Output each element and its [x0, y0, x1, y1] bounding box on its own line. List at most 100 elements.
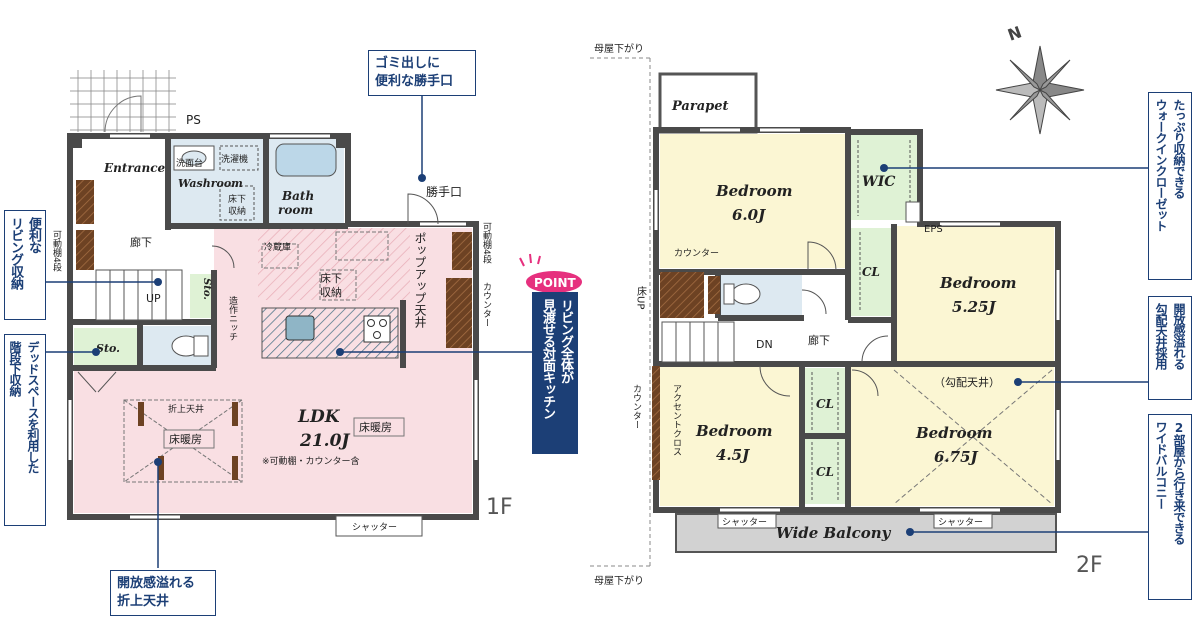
shutter-left-label: シャッター	[722, 517, 767, 528]
shelf-right-wood	[452, 232, 472, 270]
ldk-note: ※可動棚・カウンター含	[262, 455, 360, 467]
ceiling-label: 折上天井	[168, 403, 204, 415]
stairs-2f	[661, 321, 735, 363]
niche-label: 造作ニッチ	[227, 295, 238, 341]
bath-label-2: room	[278, 203, 313, 217]
cl2-room	[804, 368, 846, 434]
callout-sloped: 開放感溢れる 勾配天井採用	[1148, 296, 1192, 400]
heated-floor-1: 床暖房	[169, 432, 202, 446]
up-label: UP	[146, 292, 161, 305]
floor-2-label: 2F	[1076, 553, 1103, 578]
bedroom4-name: Bedroom	[915, 424, 993, 442]
toilet-2f-fixture	[731, 283, 761, 305]
bedroom3-name: Bedroom	[695, 422, 773, 440]
callout-connectors	[46, 96, 1148, 568]
hallway-1f-label: 廊下	[130, 235, 152, 249]
cl3-label: CL	[816, 465, 834, 479]
heated-floor-2: 床暖房	[359, 420, 392, 434]
counter-2f-left	[652, 366, 660, 480]
cl1-room	[850, 228, 892, 316]
sto-left-label: Sto.	[96, 342, 120, 355]
bedroom1-name: Bedroom	[715, 182, 793, 200]
sloped-ceiling-lines	[893, 369, 1053, 505]
callout-ceiling: 開放感溢れる 折上天井	[110, 570, 216, 616]
bedroom-45-room	[660, 366, 800, 506]
bedroom3-size: 4.5J	[716, 446, 750, 464]
sloped-ceiling-label: （勾配天井）	[934, 375, 1000, 389]
washer-label: 洗濯機	[221, 153, 248, 165]
counter-left-label: カウンター	[631, 384, 642, 429]
wash-storage-1: 床下	[228, 193, 246, 205]
shutter-right-label: シャッター	[938, 517, 983, 528]
wash-storage-2: 収納	[228, 205, 246, 217]
ps-label: PS	[186, 113, 201, 127]
compass-north: N	[1005, 22, 1024, 44]
shelf-left-wood	[76, 230, 94, 270]
back-door-label: 勝手口	[426, 184, 462, 199]
kitchen-storage-1: 床下	[320, 271, 342, 285]
callout-dead-space: デッドスペースを利用した 階段下収納	[4, 334, 46, 526]
hallway-2f-label: 廊下	[808, 333, 830, 347]
shoe-cabinet	[76, 180, 94, 224]
bathtub	[275, 143, 337, 177]
kitchen-hatch	[258, 228, 410, 300]
parapet-label: Parapet	[671, 99, 729, 114]
ldk-size: 21.0J	[299, 431, 350, 451]
entrance-label: Entrance	[103, 161, 166, 175]
wic-label: WIC	[862, 174, 895, 190]
shelf-right-label: 可動棚4段	[481, 222, 492, 265]
ldk-name: LDK	[297, 407, 341, 427]
roof-top-label: 母屋下がり	[594, 42, 644, 55]
callout-living-storage: 便利な リビング収納	[4, 210, 46, 320]
dn-label: DN	[756, 338, 773, 351]
floor-2-plan	[590, 57, 1061, 567]
point-sparkle-icon	[519, 253, 541, 267]
bedroom2-size: 5.25J	[952, 298, 997, 316]
balcony-label: Wide Balcony	[776, 524, 892, 542]
counter-top-label: カウンター	[674, 248, 719, 259]
floor-1-label: 1F	[486, 495, 513, 520]
counter-2f-wood	[660, 272, 704, 318]
cl2-label: CL	[816, 397, 834, 411]
counter-wood	[446, 278, 472, 348]
floor-1-plan	[67, 70, 479, 537]
eps-label: EPS	[924, 224, 943, 235]
point-badge-label: POINT	[534, 276, 577, 290]
bedroom1-size: 6.0J	[732, 206, 766, 224]
washroom-label: Washroom	[178, 177, 243, 190]
fridge-label: 冷蔵庫	[264, 241, 291, 253]
sink-label: 洗面台	[176, 157, 203, 169]
sto-small-label: Sto.	[201, 278, 212, 300]
bedroom-6-room	[660, 134, 846, 268]
cl1-label: CL	[862, 265, 880, 279]
kitchen-storage-2: 収納	[320, 286, 342, 299]
counter-1f-label: カウンター	[481, 282, 492, 327]
cl3-room	[804, 438, 846, 504]
shutter-1f-label: シャッター	[352, 522, 397, 533]
floor-up-label: 床UP	[635, 285, 647, 310]
sto-small-room	[190, 274, 212, 318]
stairs-1f	[95, 269, 183, 321]
roof-bottom-label: 母屋下がり	[594, 574, 644, 587]
bedroom-675-room	[850, 366, 1054, 506]
bedroom-525-room	[896, 226, 1054, 362]
callout-balcony: 2部屋から行き来できる ワイドバルコニー	[1148, 414, 1192, 600]
accent-cross-label: アクセントクロス	[671, 384, 682, 456]
callout-wic: たっぷり収納できる ウォークインクローゼット	[1148, 92, 1192, 280]
callout-back-door: ゴミ出しに 便利な勝手口	[368, 50, 476, 96]
bedroom2-name: Bedroom	[939, 274, 1017, 292]
callout-kitchen: リビング全体が 見渡せる対面キッチン	[532, 292, 578, 454]
shutter-box-1f	[335, 515, 423, 537]
folded-ceiling	[123, 399, 243, 483]
shelf-left-label: 可動棚4段	[51, 230, 62, 273]
bath-label-1: Bath	[281, 189, 314, 203]
heated-floor-1-box	[163, 429, 215, 449]
compass-icon	[995, 45, 1085, 135]
eps-box	[905, 201, 921, 223]
heated-floor-2-box	[353, 417, 405, 437]
point-badge	[526, 271, 582, 293]
sto-left-room	[74, 328, 138, 368]
parapet	[658, 72, 758, 134]
kitchen-sink	[285, 315, 315, 341]
